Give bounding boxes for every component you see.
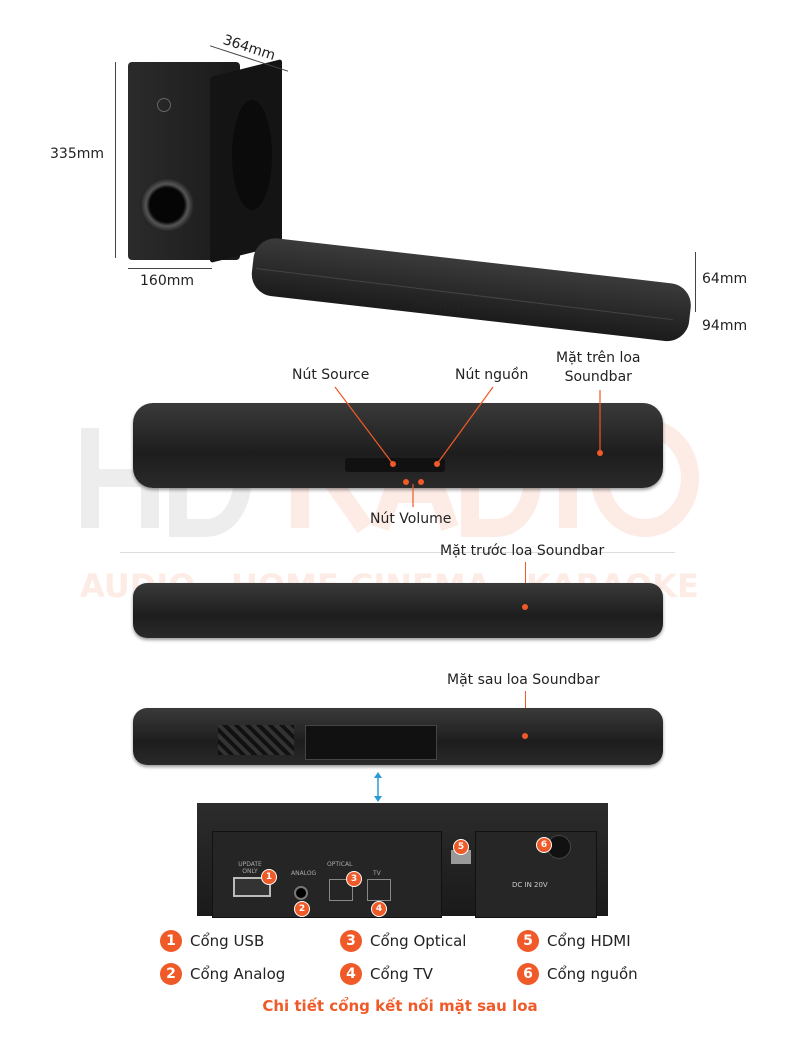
legend-label: Cổng TV [370, 965, 433, 983]
front-callout-dot [522, 604, 528, 610]
soundbar-front-view [133, 583, 663, 638]
callout-lines [334, 386, 603, 507]
legend-label: Cổng USB [190, 932, 265, 950]
badge-2: 2 [294, 901, 310, 917]
badge-4: 4 [371, 901, 387, 917]
power-button-label: Nút nguồn [455, 367, 529, 383]
subwoofer-driver [232, 100, 272, 210]
subwoofer-port [140, 178, 194, 232]
legend-label: Cổng Analog [190, 965, 286, 983]
zoom-arrow-icon [374, 772, 382, 802]
sub-width-label: 160mm [140, 273, 194, 289]
dc-label: DC IN 20V [512, 881, 548, 889]
badge-6: 6 [536, 837, 552, 853]
bar-height-line [695, 252, 696, 312]
caption: Chi tiết cổng kết nối mặt sau loa [262, 997, 538, 1015]
legend-item-2: 2 Cổng Analog [160, 963, 285, 985]
badge-3: 3 [346, 871, 362, 887]
tv-port [367, 879, 391, 901]
legend-item-5: 5 Cổng HDMI [517, 930, 631, 952]
usb-label: UPDATE ONLY [238, 861, 262, 875]
watermark-divider [120, 552, 675, 553]
legend-label: Cổng HDMI [547, 932, 631, 950]
optical-label: OPTICAL [327, 861, 353, 868]
badge-5: 5 [453, 839, 469, 855]
legend-label: Cổng Optical [370, 932, 467, 950]
port-recess [212, 831, 442, 918]
top-view-title-line1: Mặt trên loa [556, 350, 641, 366]
legend-item-3: 3 Cổng Optical [340, 930, 466, 952]
front-view-title: Mặt trước loa Soundbar [440, 543, 605, 559]
top-view-title: Mặt trên loa Soundbar [556, 349, 641, 387]
bar-height-label: 64mm [702, 271, 748, 287]
legend-badge: 1 [160, 930, 182, 952]
subwoofer-logo-icon [157, 98, 171, 112]
analog-label: ANALOG [291, 870, 317, 877]
rear-view-title: Mặt sau loa Soundbar [447, 672, 600, 688]
rear-port-panel [305, 725, 437, 760]
sub-width-line [128, 268, 212, 269]
source-button-label: Nút Source [292, 367, 370, 383]
usb-port [233, 877, 271, 897]
analog-port [294, 886, 308, 900]
rear-detail-panel: UPDATE ONLY 1 ANALOG 2 OPTICAL 3 TV 4 5 … [197, 803, 608, 918]
volume-button-label: Nút Volume [370, 511, 452, 527]
rear-vent [218, 725, 294, 755]
legend-badge: 4 [340, 963, 362, 985]
top-view-title-line2: Soundbar [564, 369, 632, 385]
legend-label: Cổng nguồn [547, 965, 638, 983]
sub-height-label: 335mm [50, 146, 104, 162]
bar-depth-label: 94mm [702, 318, 748, 334]
dc-port [547, 835, 571, 859]
legend-badge: 3 [340, 930, 362, 952]
sub-height-line [115, 62, 116, 258]
legend-item-4: 4 Cổng TV [340, 963, 433, 985]
legend-item-1: 1 Cổng USB [160, 930, 264, 952]
tv-label: TV [373, 870, 381, 877]
rear-callout-dot [522, 733, 528, 739]
legend-badge: 6 [517, 963, 539, 985]
legend-item-6: 6 Cổng nguồn [517, 963, 638, 985]
optical-port [329, 879, 353, 901]
badge-1: 1 [261, 869, 277, 885]
soundbar-top-view [133, 403, 663, 488]
legend-badge: 5 [517, 930, 539, 952]
legend-badge: 2 [160, 963, 182, 985]
